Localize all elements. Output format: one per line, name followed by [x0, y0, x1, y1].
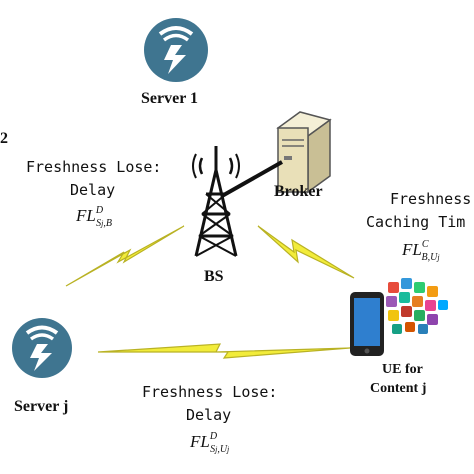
bottom-link-formula: FLDSj,Uj	[190, 431, 230, 455]
right-link-label-line2: Caching Tim	[366, 213, 466, 231]
app-icons-cluster	[386, 278, 448, 334]
ue-label-line2: Content j	[370, 381, 427, 396]
bolt-serverj-ue	[97, 343, 351, 359]
ue-label-line1: UE for	[382, 362, 423, 377]
bs-label: BS	[204, 268, 224, 285]
bs-tower-icon	[192, 146, 240, 257]
server-1-label: Server 1	[141, 90, 199, 107]
bottom-link-label-line1: Freshness Lose:	[142, 383, 278, 401]
broker-server-icon	[276, 111, 332, 194]
right-link-label-line1: Freshness	[390, 190, 472, 208]
server-j-label: Server j	[14, 398, 69, 415]
left-link-formula: FLDSj,B	[76, 205, 112, 229]
server-1-icon	[144, 18, 208, 82]
bs-broker-link	[221, 160, 283, 198]
left-link-label-line1: Freshness Lose:	[26, 158, 162, 176]
bolt-bs-ue	[257, 225, 355, 279]
ue-smartphone-icon	[350, 292, 384, 356]
server-j-icon	[12, 318, 72, 378]
left-link-label-line2: Delay	[70, 181, 116, 199]
right-link-formula: FLCB,Uj	[402, 239, 440, 263]
partial-left-text: 2	[0, 130, 8, 147]
bottom-link-label-line2: Delay	[186, 406, 232, 424]
bolt-serverj-bs	[65, 225, 185, 287]
broker-label: Broker	[274, 183, 323, 200]
